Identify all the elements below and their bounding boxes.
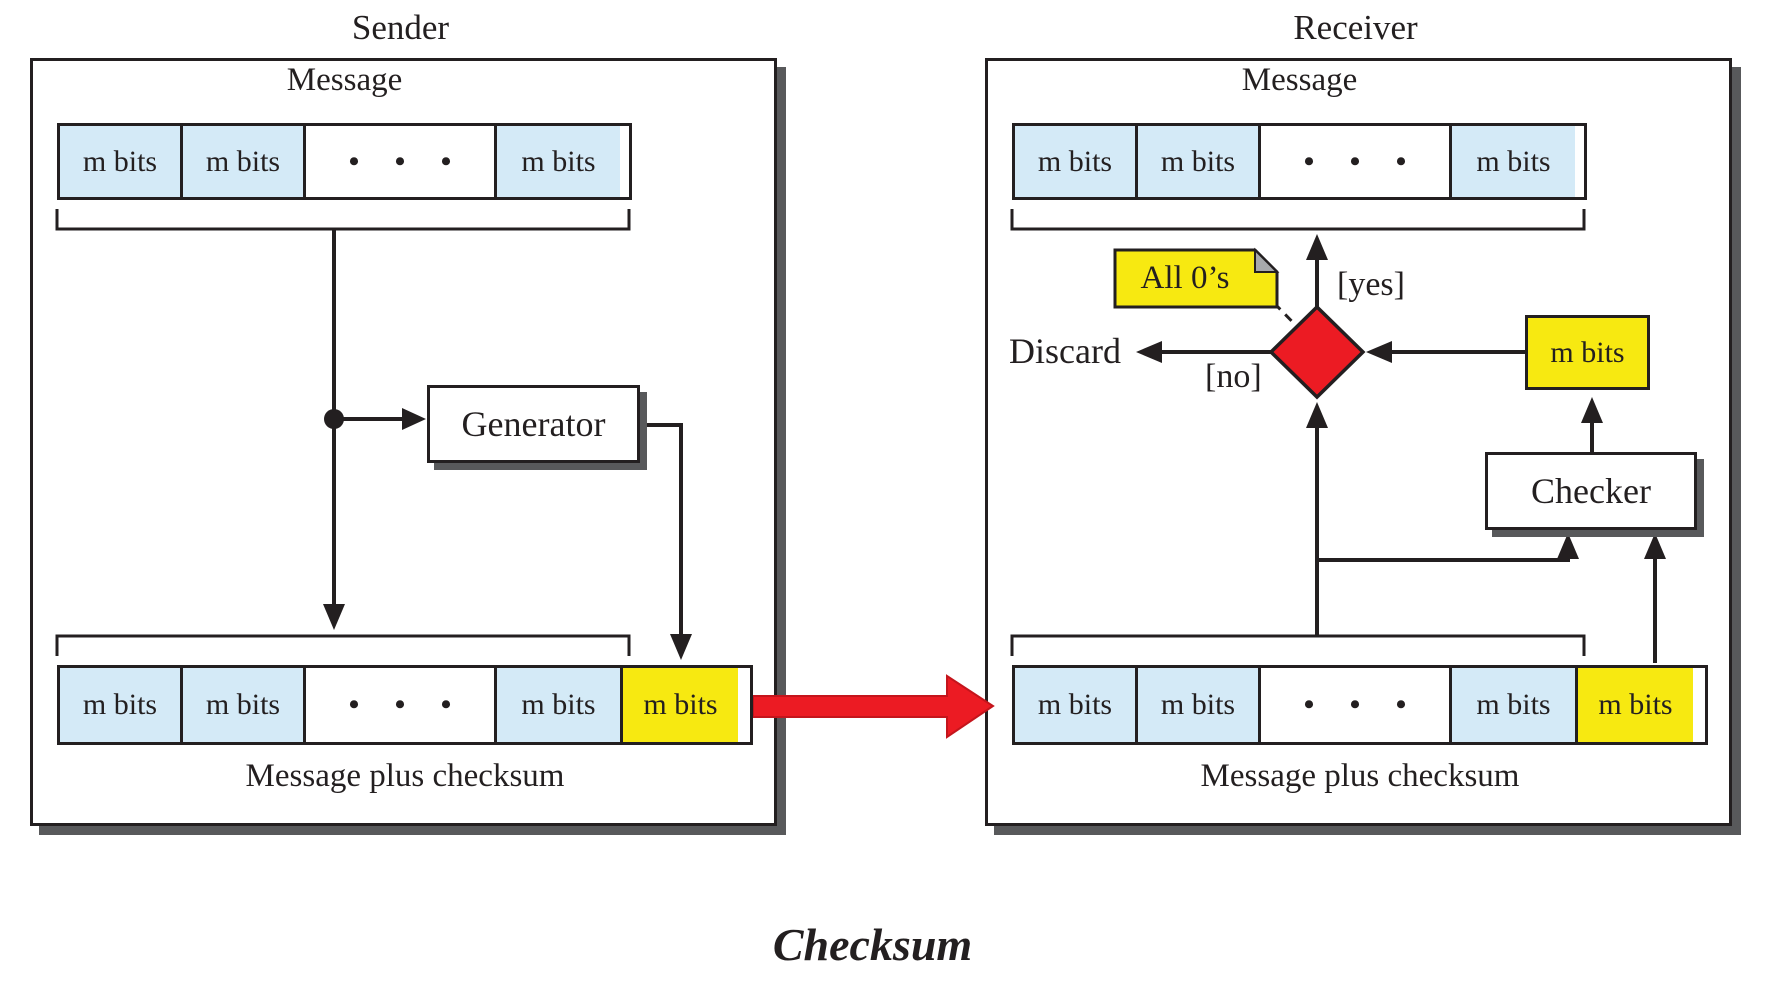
- no-guard-label: [no]: [1205, 358, 1262, 395]
- ellipsis-cell: • • •: [303, 126, 494, 197]
- bit-cell: m bits: [60, 668, 180, 742]
- bit-cell: m bits: [1015, 126, 1135, 197]
- bit-cell: m bits: [1135, 668, 1258, 742]
- discard-label: Discard: [1009, 331, 1121, 371]
- bit-cell: m bits: [1015, 668, 1135, 742]
- bit-cell: m bits: [1449, 126, 1575, 197]
- transmission-red-arrow: [752, 674, 995, 739]
- bit-cell: m bits: [180, 126, 303, 197]
- bit-cell: m bits: [1135, 126, 1258, 197]
- sender-title: Sender: [351, 8, 450, 47]
- bit-cell: m bits: [1449, 668, 1575, 742]
- receiver-checksum-row: m bits m bits • • • m bits m bits: [1012, 665, 1708, 745]
- sender-message-row: m bits m bits • • • m bits: [57, 123, 632, 200]
- checker-box: Checker: [1485, 452, 1697, 530]
- bit-cell: m bits: [180, 668, 303, 742]
- sender-bottom-caption: Message plus checksum: [245, 758, 565, 794]
- sender-checksum-row: m bits m bits • • • m bits m bits: [57, 665, 753, 745]
- checksum-cell: m bits: [620, 668, 738, 742]
- received-checksum-box: m bits: [1525, 315, 1650, 390]
- bit-cell: m bits: [494, 668, 620, 742]
- all-zeros-note-label: All 0’s: [1140, 260, 1230, 296]
- ellipsis-cell: • • •: [303, 668, 494, 742]
- receiver-bottom-caption: Message plus checksum: [1200, 758, 1520, 794]
- checksum-cell: m bits: [1575, 668, 1693, 742]
- diagram-title: Checksum: [772, 919, 973, 970]
- receiver-message-row: m bits m bits • • • m bits: [1012, 123, 1587, 200]
- generator-box: Generator: [427, 385, 640, 463]
- ellipsis-cell: • • •: [1258, 668, 1449, 742]
- sender-message-label: Message: [286, 62, 403, 98]
- bit-cell: m bits: [494, 126, 620, 197]
- receiver-message-label: Message: [1241, 62, 1358, 98]
- bit-cell: m bits: [60, 126, 180, 197]
- ellipsis-cell: • • •: [1258, 126, 1449, 197]
- yes-guard-label: [yes]: [1337, 266, 1405, 303]
- receiver-title: Receiver: [1293, 8, 1418, 47]
